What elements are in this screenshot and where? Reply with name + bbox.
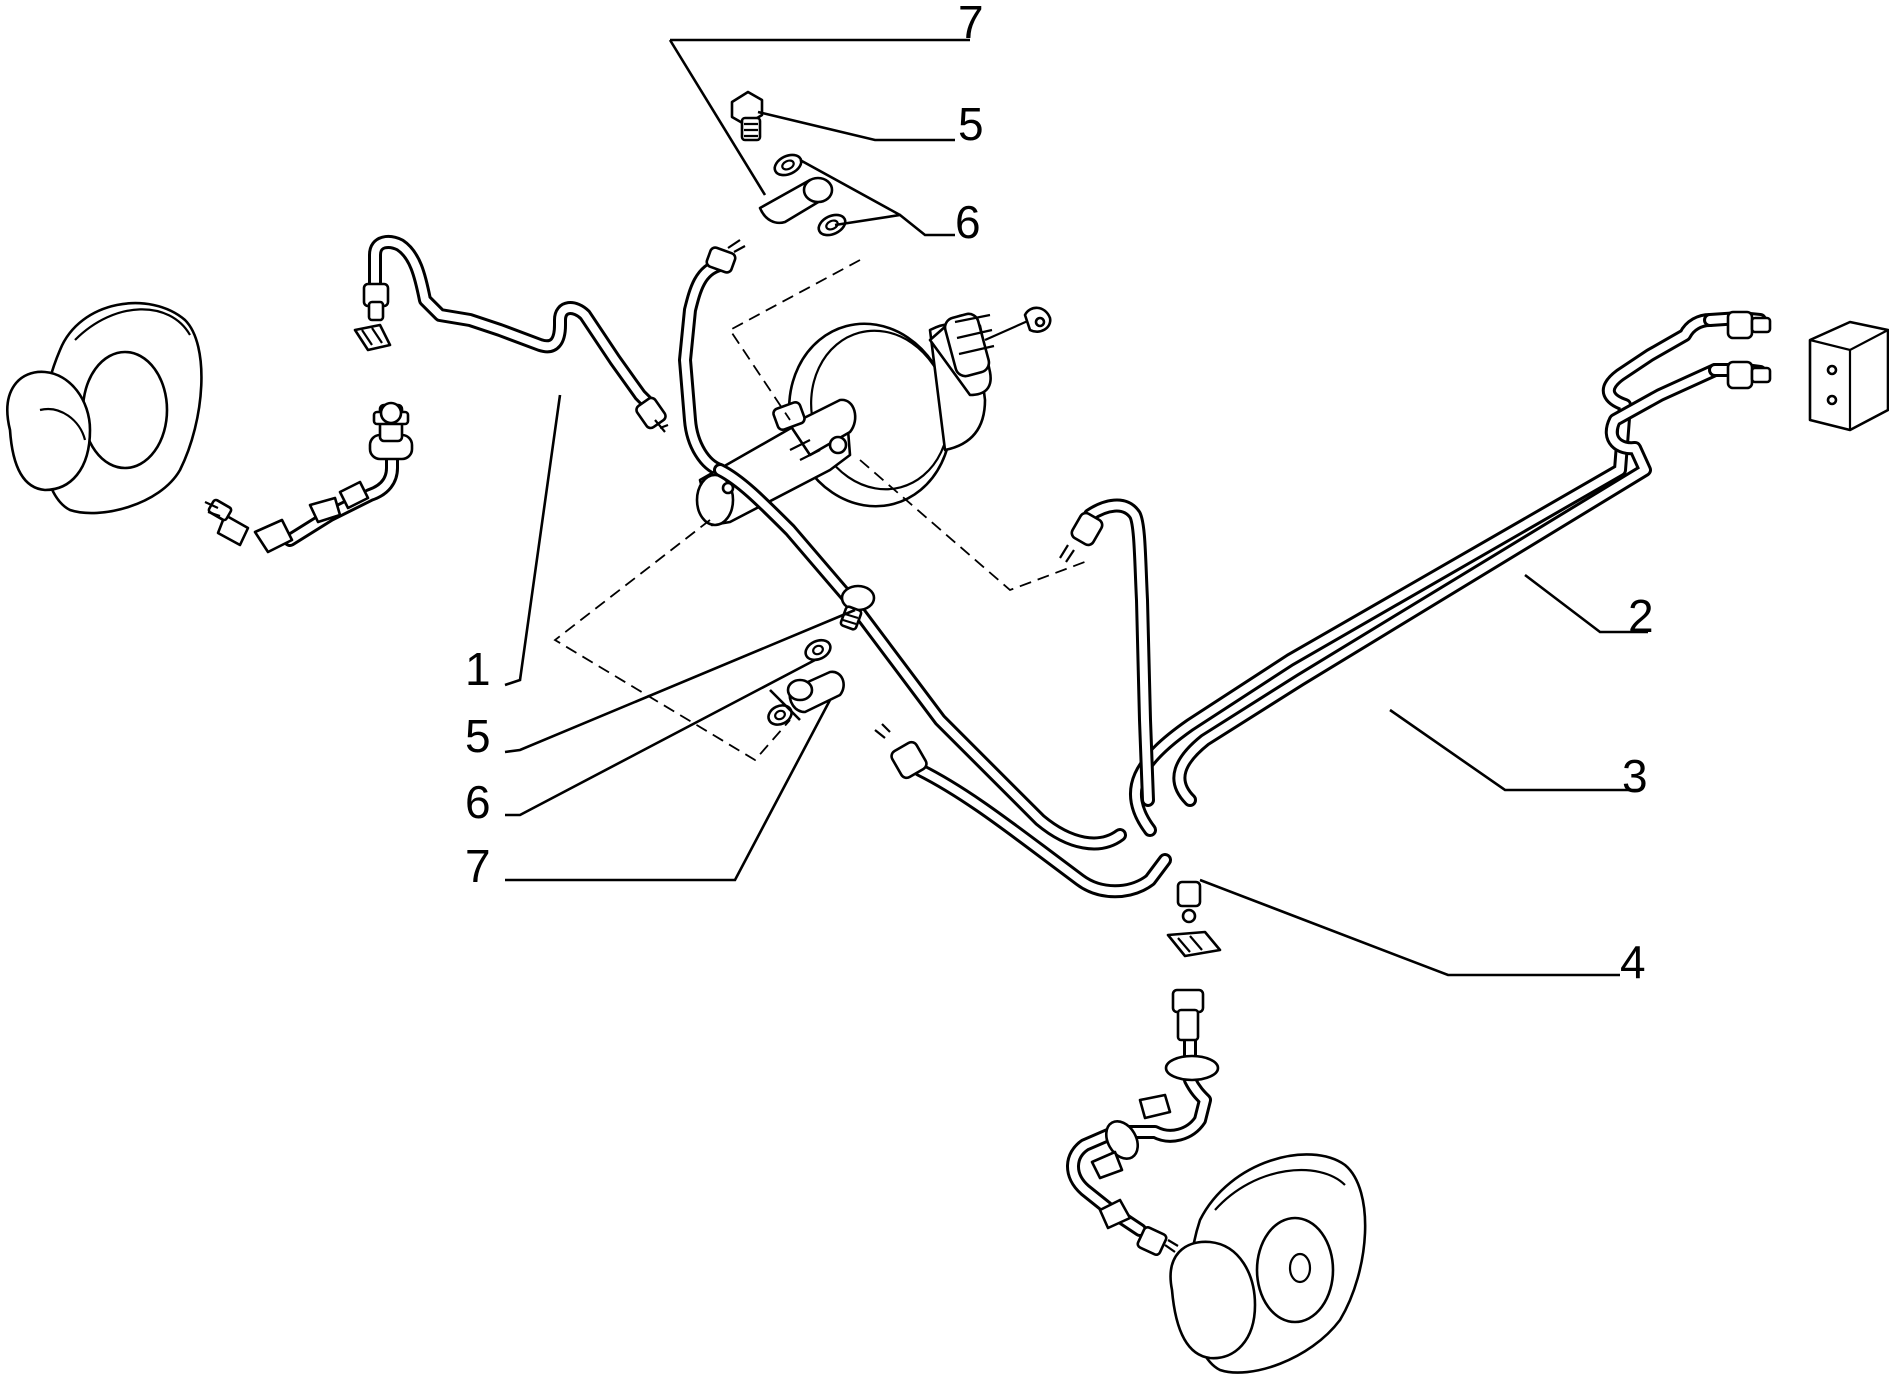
brake-pipe-3 <box>1172 363 1722 807</box>
left-brake-disc <box>6 301 203 515</box>
callout-1: 1 <box>465 643 491 695</box>
master-cylinder-upper-pipe <box>678 239 746 477</box>
brake-pipe-2 <box>1128 313 1717 837</box>
brake-booster <box>787 306 1052 508</box>
leader-lines <box>504 38 1648 977</box>
tee-fitting-and-clip <box>1166 880 1222 958</box>
center-vertical-pipe <box>1059 498 1155 807</box>
callout-4: 4 <box>1620 936 1646 988</box>
callout-labels: 7 5 6 1 2 3 4 5 6 7 <box>465 0 1654 988</box>
dashed-assembly-lines <box>553 259 1091 762</box>
callout-6-left: 6 <box>465 776 491 828</box>
callout-6-top: 6 <box>955 196 981 248</box>
left-caliper-hose-fittings <box>204 323 414 554</box>
callout-5-top: 5 <box>958 98 984 150</box>
lower-banjo-assembly <box>767 584 876 726</box>
callout-3: 3 <box>1622 750 1648 802</box>
right-caliper-hose-fittings <box>1066 988 1220 1257</box>
master-cylinder-lower-pipe <box>713 463 1127 851</box>
callout-5-left: 5 <box>465 710 491 762</box>
callout-7-left: 7 <box>465 840 491 892</box>
callout-2: 2 <box>1628 590 1654 642</box>
master-cylinder <box>695 398 857 527</box>
callout-7-top: 7 <box>958 0 984 48</box>
right-connector-block <box>1703 310 1889 432</box>
brake-pipe-1 <box>362 235 669 433</box>
right-brake-disc <box>1169 1153 1367 1374</box>
upper-banjo-assembly <box>730 90 847 237</box>
lower-left-pipe <box>874 723 1172 899</box>
